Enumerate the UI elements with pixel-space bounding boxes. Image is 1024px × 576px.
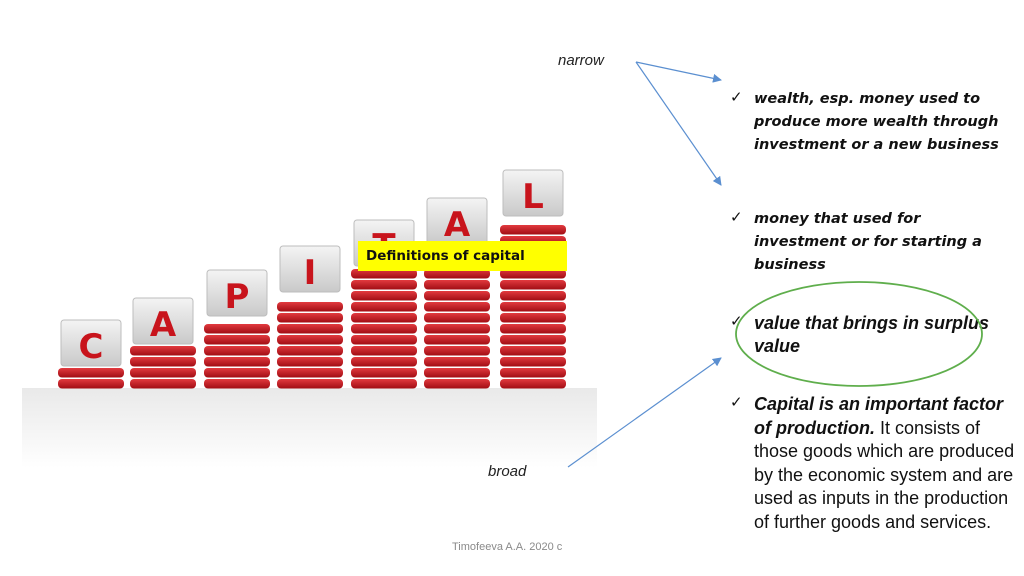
letter-cube xyxy=(206,269,268,317)
brick xyxy=(424,313,490,323)
brick xyxy=(58,368,124,378)
cube-letter: C xyxy=(79,327,104,367)
brick xyxy=(424,379,490,389)
brick xyxy=(351,269,417,279)
brick xyxy=(500,379,566,389)
letter-cube xyxy=(502,169,564,217)
check-icon: ✓ xyxy=(730,208,743,226)
definition-lead: Capital is an important factor of produc… xyxy=(754,394,1004,438)
brick xyxy=(351,379,417,389)
brick xyxy=(424,269,490,279)
brick xyxy=(351,335,417,345)
brick xyxy=(500,368,566,378)
check-icon: ✓ xyxy=(730,393,743,411)
brick xyxy=(500,335,566,345)
brick xyxy=(351,280,417,290)
brick xyxy=(351,346,417,356)
brick xyxy=(424,335,490,345)
capital-column-2: A xyxy=(130,297,196,389)
brick xyxy=(500,357,566,367)
letter-cube xyxy=(60,319,122,367)
brick xyxy=(500,324,566,334)
brick xyxy=(424,368,490,378)
capital-column-4: I xyxy=(277,245,343,389)
brick xyxy=(424,280,490,290)
brick xyxy=(130,346,196,356)
capital-column-7: L xyxy=(500,169,566,389)
brick xyxy=(424,324,490,334)
brick xyxy=(500,291,566,301)
cube-letter: L xyxy=(522,177,544,217)
brick xyxy=(500,225,566,235)
brick xyxy=(204,379,270,389)
letter-cube xyxy=(279,245,341,293)
definition-rest: It consists of those goods which are pro… xyxy=(754,417,1015,532)
brick xyxy=(351,357,417,367)
brick xyxy=(351,302,417,312)
footer-credit: Timofeeva A.A. 2020 c xyxy=(452,541,563,553)
definition-text-3: value that brings in surplus value xyxy=(754,313,990,356)
brick xyxy=(277,368,343,378)
brick xyxy=(500,280,566,290)
definition-text-1: wealth, esp. money used to produce more … xyxy=(754,91,999,153)
definition-text-2: money that used for investment or for st… xyxy=(754,211,982,273)
check-icon: ✓ xyxy=(730,88,743,106)
capital-column-6: A xyxy=(424,197,490,389)
brick xyxy=(500,302,566,312)
definition-text-4: Capital is an important factor of produc… xyxy=(754,393,1020,534)
broad-label: broad xyxy=(488,463,527,480)
brick xyxy=(58,379,124,389)
brick xyxy=(204,357,270,367)
brick xyxy=(351,368,417,378)
cube-letter: A xyxy=(444,205,471,245)
narrow-arrow-to-second xyxy=(635,61,722,186)
cube-letter: I xyxy=(304,253,317,293)
brick xyxy=(424,291,490,301)
brick xyxy=(277,324,343,334)
brick xyxy=(277,379,343,389)
brick xyxy=(277,335,343,345)
brick xyxy=(204,324,270,334)
cube-letter: A xyxy=(150,305,177,345)
brick xyxy=(130,379,196,389)
narrow-arrow-to-first xyxy=(635,61,722,83)
check-icon: ✓ xyxy=(730,312,743,330)
brick xyxy=(500,346,566,356)
brick xyxy=(500,313,566,323)
narrow-label: narrow xyxy=(558,52,604,69)
cube-letter: P xyxy=(225,277,250,317)
brick xyxy=(130,368,196,378)
brick xyxy=(424,302,490,312)
brick xyxy=(351,291,417,301)
brick xyxy=(277,313,343,323)
brick xyxy=(277,346,343,356)
capital-column-1: C xyxy=(58,319,124,389)
brick xyxy=(277,302,343,312)
capital-illustration: CAPITAL xyxy=(22,169,597,468)
brick xyxy=(277,357,343,367)
brick xyxy=(130,357,196,367)
brick xyxy=(424,346,490,356)
capital-column-3: P xyxy=(204,269,270,389)
brick xyxy=(204,335,270,345)
brick xyxy=(204,368,270,378)
brick xyxy=(351,313,417,323)
brick xyxy=(424,357,490,367)
definitions-highlight: Definitions of capital xyxy=(358,241,567,271)
brick xyxy=(500,269,566,279)
brick xyxy=(204,346,270,356)
letter-cube xyxy=(132,297,194,345)
brick xyxy=(351,324,417,334)
